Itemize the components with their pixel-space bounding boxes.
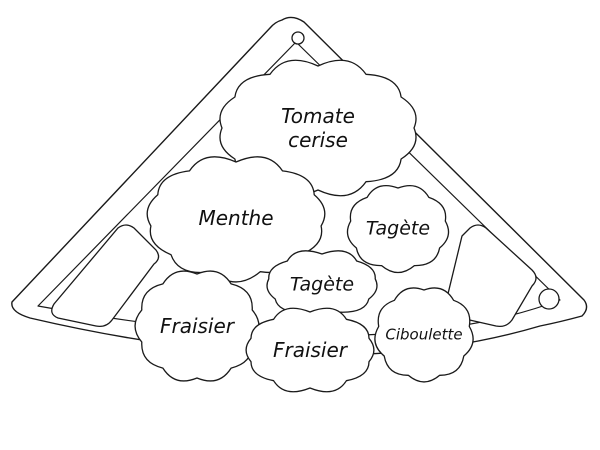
plant-label-fraisier-center: Fraisier bbox=[273, 338, 349, 362]
plant-cloud-fraisier-left bbox=[134, 270, 260, 382]
plant-label-ciboulette: Ciboulette bbox=[385, 325, 462, 343]
plant-label-tomate-cerise-line-2: cerise bbox=[288, 128, 348, 152]
plant-tagete-center: Tagète bbox=[266, 250, 378, 321]
plant-fraisier-left: Fraisier bbox=[134, 270, 260, 382]
plant-ciboulette: Ciboulette bbox=[374, 287, 474, 383]
hanging-hole bbox=[291, 31, 305, 45]
left-pocket bbox=[51, 224, 160, 328]
plant-cloud-fraisier-center bbox=[245, 307, 375, 393]
plant-cloud-tagete-right bbox=[346, 185, 450, 274]
plant-label-fraisier-left: Fraisier bbox=[160, 314, 236, 338]
plant-menthe: Menthe bbox=[146, 156, 326, 283]
plant-label-tagete-right: Tagète bbox=[366, 218, 430, 240]
plant-fraisier-center: Fraisier bbox=[245, 307, 375, 393]
plant-tagete-right: Tagète bbox=[346, 185, 450, 274]
plant-cloud-ciboulette bbox=[374, 287, 474, 383]
corner-hole bbox=[538, 288, 560, 310]
plant-label-tomate-cerise-line-1: Tomate bbox=[281, 104, 355, 128]
plant-label-menthe: Menthe bbox=[198, 206, 273, 230]
plant-label-tagete-center: Tagète bbox=[290, 274, 354, 296]
plant-cloud-menthe bbox=[146, 156, 326, 283]
